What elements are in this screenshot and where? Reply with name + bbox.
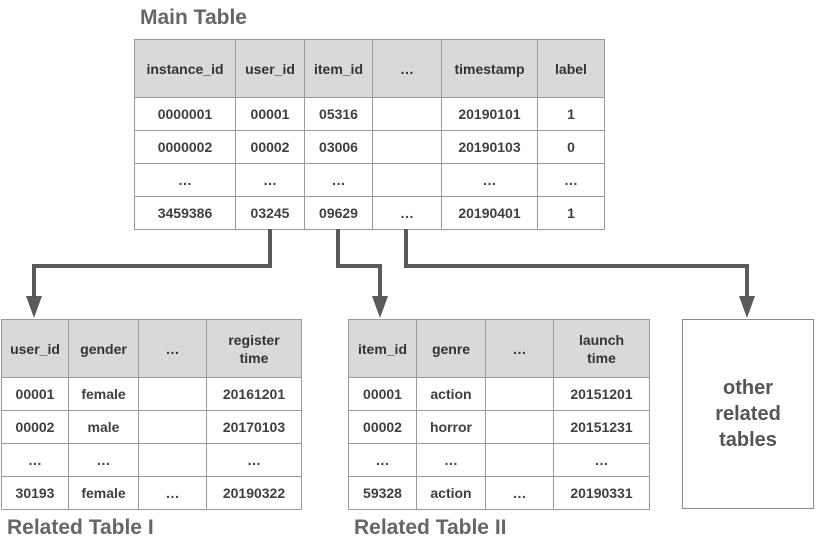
table-cell: 20190401 <box>441 196 538 230</box>
related-table-1-title: Related Table I <box>7 516 154 539</box>
header-cell: item_id <box>304 39 373 98</box>
header-cell: … <box>485 319 554 378</box>
table-cell: horror <box>416 410 486 444</box>
header-cell: register time <box>206 319 302 378</box>
arrow-head <box>372 296 388 318</box>
table-cell: … <box>441 163 538 197</box>
table-cell: … <box>1 443 69 477</box>
table-cell: 00002 <box>348 410 417 444</box>
header-row: instance_id user_id item_id … timestamp … <box>134 39 605 98</box>
table-cell: … <box>372 196 442 230</box>
table-cell: 1 <box>537 97 605 131</box>
table-row: 00002 male 20170103 <box>1 410 302 444</box>
arrow-head <box>26 296 42 318</box>
table-cell: 03006 <box>304 130 373 164</box>
table-cell: 30193 <box>1 476 69 510</box>
table-cell: 03245 <box>235 196 305 230</box>
header-cell: launch time <box>553 319 650 378</box>
table-cell <box>485 410 554 444</box>
table-cell: action <box>416 377 486 411</box>
table-row: 00002 horror 20151231 <box>348 410 650 444</box>
arrow-to-related-table-1 <box>32 229 272 302</box>
table-cell: male <box>68 410 139 444</box>
table-cell: action <box>416 476 486 510</box>
table-cell: 20151231 <box>553 410 650 444</box>
header-cell: item_id <box>348 319 417 378</box>
table-cell: 3459386 <box>134 196 236 230</box>
table-row: 59328 action … 20190331 <box>348 476 650 510</box>
table-cell: … <box>553 443 650 477</box>
header-row: item_id genre … launch time <box>348 319 650 378</box>
table-cell: 20170103 <box>206 410 302 444</box>
table-cell: 20151201 <box>553 377 650 411</box>
table-cell: … <box>206 443 302 477</box>
arrow-head <box>739 296 755 318</box>
table-cell: 0000001 <box>134 97 236 131</box>
header-row: user_id gender … register time <box>1 319 302 378</box>
table-row: 00001 action 20151201 <box>348 377 650 411</box>
header-cell: … <box>138 319 207 378</box>
table-row: 30193 female … 20190322 <box>1 476 302 510</box>
header-cell: user_id <box>1 319 69 378</box>
table-row: … … … <box>348 443 650 477</box>
table-cell: … <box>485 476 554 510</box>
main-table: instance_id user_id item_id … timestamp … <box>134 39 605 230</box>
related-table-1: user_id gender … register time 00001 fem… <box>1 319 302 510</box>
table-cell: 20190331 <box>553 476 650 510</box>
related-table-2: item_id genre … launch time 00001 action… <box>348 319 650 510</box>
table-row: 3459386 03245 09629 … 20190401 1 <box>134 196 605 230</box>
header-cell: user_id <box>235 39 305 98</box>
table-cell: 00001 <box>348 377 417 411</box>
table-cell: 00001 <box>235 97 305 131</box>
table-cell: 20161201 <box>206 377 302 411</box>
table-cell: … <box>68 443 139 477</box>
table-cell: 00002 <box>1 410 69 444</box>
table-cell: 20190101 <box>441 97 538 131</box>
table-cell: … <box>138 476 207 510</box>
table-row: … … … <box>1 443 302 477</box>
table-cell: 0 <box>537 130 605 164</box>
table-row: … … … … … <box>134 163 605 197</box>
header-cell: genre <box>416 319 486 378</box>
arrow-to-related-table-2 <box>336 229 382 302</box>
table-cell: … <box>416 443 486 477</box>
table-cell: … <box>235 163 305 197</box>
table-cell <box>485 377 554 411</box>
header-cell: … <box>372 39 442 98</box>
table-cell: 09629 <box>304 196 373 230</box>
other-related-tables-box: other related tables <box>682 319 814 509</box>
table-cell: female <box>68 377 139 411</box>
other-related-tables-label: other related tables <box>715 377 781 451</box>
arrow-to-other-tables <box>404 229 749 302</box>
header-cell: timestamp <box>441 39 538 98</box>
main-table-title: Main Table <box>140 6 247 29</box>
related-table-2-title: Related Table II <box>354 516 507 539</box>
table-cell <box>138 410 207 444</box>
table-cell: 0000002 <box>134 130 236 164</box>
table-cell <box>138 443 207 477</box>
header-cell: gender <box>68 319 139 378</box>
table-cell <box>372 130 442 164</box>
table-cell <box>138 377 207 411</box>
table-cell: … <box>537 163 605 197</box>
table-row: 0000002 00002 03006 20190103 0 <box>134 130 605 164</box>
table-cell: 20190322 <box>206 476 302 510</box>
table-cell: 00001 <box>1 377 69 411</box>
table-row: 00001 female 20161201 <box>1 377 302 411</box>
table-cell <box>485 443 554 477</box>
table-cell: female <box>68 476 139 510</box>
table-cell: 1 <box>537 196 605 230</box>
table-cell: 59328 <box>348 476 417 510</box>
table-cell: … <box>348 443 417 477</box>
